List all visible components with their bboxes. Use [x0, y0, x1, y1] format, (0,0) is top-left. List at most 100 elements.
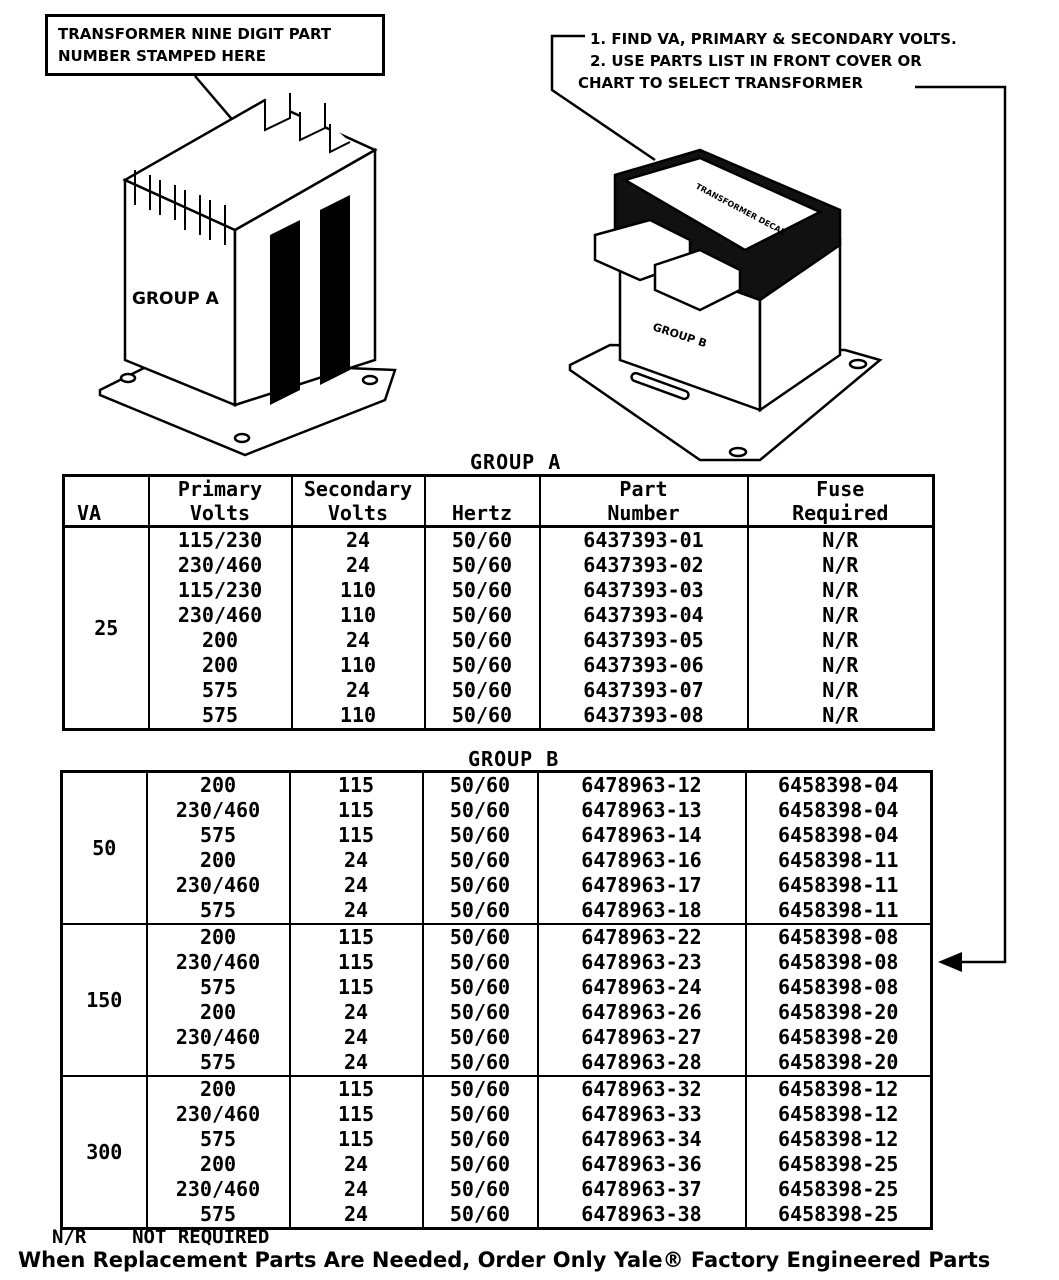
- part-number-cell: 6478963-34: [536, 1127, 747, 1152]
- fuse-cell: 6458398-12: [744, 1127, 933, 1152]
- hertz-cell: 50/60: [421, 1075, 539, 1102]
- hertz-cell: 50/60: [421, 898, 539, 924]
- part-number-cell: 6478963-36: [536, 1152, 747, 1177]
- secondary-volts-cell: 115: [288, 798, 424, 823]
- fuse-cell: 6458398-20: [744, 1025, 933, 1050]
- secondary-volts-cell: 24: [288, 1202, 424, 1229]
- hertz-cell: 50/60: [421, 950, 539, 975]
- va-cell: 25: [62, 526, 150, 730]
- footer-notice: When Replacement Parts Are Needed, Order…: [18, 1248, 991, 1272]
- primary-volts-cell: 575: [145, 898, 291, 924]
- instruction-3: CHART TO SELECT TRANSFORMER: [578, 74, 864, 92]
- part-number-cell: 6478963-24: [536, 975, 747, 1000]
- hertz-cell: 50/60: [421, 771, 539, 798]
- hertz-cell: 50/60: [423, 703, 541, 730]
- secondary-volts-cell: 110: [290, 578, 426, 603]
- primary-volts-cell: 575: [145, 1127, 291, 1152]
- part-number-cell: 6437393-03: [538, 578, 749, 603]
- callout-line-1: TRANSFORMER NINE DIGIT PART: [58, 25, 332, 43]
- fuse-cell: 6458398-12: [744, 1102, 933, 1127]
- hertz-cell: 50/60: [423, 603, 541, 628]
- primary-volts-cell: 115/230: [147, 526, 293, 553]
- fuse-cell: 6458398-11: [744, 898, 933, 924]
- selection-instructions: 1. FIND VA, PRIMARY & SECONDARY VOLTS. 2…: [578, 28, 957, 94]
- hertz-cell: 50/60: [421, 1025, 539, 1050]
- part-number-cell: 6478963-26: [536, 1000, 747, 1025]
- col-hertz-header: Hertz: [423, 475, 541, 528]
- part-number-cell: 6478963-12: [536, 771, 747, 798]
- secondary-volts-cell: 115: [288, 975, 424, 1000]
- fuse-cell: N/R: [746, 553, 935, 578]
- fuse-cell: N/R: [746, 653, 935, 678]
- hertz-cell: 50/60: [423, 553, 541, 578]
- fuse-cell: 6458398-04: [744, 823, 933, 848]
- group-b-drawing-label: GROUP B: [651, 320, 708, 350]
- fuse-cell: 6458398-20: [744, 1050, 933, 1076]
- fuse-cell: 6458398-12: [744, 1075, 933, 1102]
- callout-leader-arrow: [194, 75, 268, 164]
- fuse-cell: 6458398-08: [744, 975, 933, 1000]
- part-number-cell: 6437393-05: [538, 628, 749, 653]
- primary-volts-cell: 200: [145, 771, 291, 798]
- primary-volts-cell: 200: [147, 653, 293, 678]
- secondary-volts-cell: 24: [290, 628, 426, 653]
- part-number-cell: 6437393-04: [538, 603, 749, 628]
- secondary-volts-cell: 24: [290, 553, 426, 578]
- fuse-cell: N/R: [746, 678, 935, 703]
- primary-volts-cell: 230/460: [147, 603, 293, 628]
- part-number-cell: 6478963-33: [536, 1102, 747, 1127]
- part-number-cell: 6478963-28: [536, 1050, 747, 1076]
- group-a-drawing-label: GROUP A: [132, 289, 220, 309]
- primary-volts-cell: 230/460: [145, 950, 291, 975]
- secondary-volts-cell: 24: [288, 1152, 424, 1177]
- hertz-cell: 50/60: [421, 1102, 539, 1127]
- primary-volts-cell: 230/460: [147, 553, 293, 578]
- secondary-volts-cell: 110: [290, 653, 426, 678]
- fuse-cell: 6458398-04: [744, 798, 933, 823]
- hertz-cell: 50/60: [423, 578, 541, 603]
- part-number-cell: 6478963-13: [536, 798, 747, 823]
- primary-volts-cell: 230/460: [145, 873, 291, 898]
- primary-volts-cell: 200: [145, 1000, 291, 1025]
- secondary-volts-cell: 24: [288, 848, 424, 873]
- fuse-cell: 6458398-20: [744, 1000, 933, 1025]
- part-number-cell: 6478963-17: [536, 873, 747, 898]
- secondary-volts-cell: 110: [290, 603, 426, 628]
- fuse-cell: N/R: [746, 603, 935, 628]
- fuse-cell: 6458398-04: [744, 771, 933, 798]
- part-number-cell: 6478963-32: [536, 1075, 747, 1102]
- part-number-cell: 6478963-22: [536, 923, 747, 950]
- primary-volts-cell: 575: [147, 678, 293, 703]
- hertz-cell: 50/60: [421, 823, 539, 848]
- group-a-transformer-drawing: GROUP A: [98, 93, 397, 457]
- fuse-cell: N/R: [746, 578, 935, 603]
- part-number-cell: 6478963-37: [536, 1177, 747, 1202]
- decal-label: TRANSFORMER DECAL: [694, 182, 787, 237]
- primary-volts-cell: 230/460: [145, 1102, 291, 1127]
- part-number-cell: 6437393-07: [538, 678, 749, 703]
- secondary-volts-cell: 115: [288, 771, 424, 798]
- secondary-volts-cell: 24: [290, 678, 426, 703]
